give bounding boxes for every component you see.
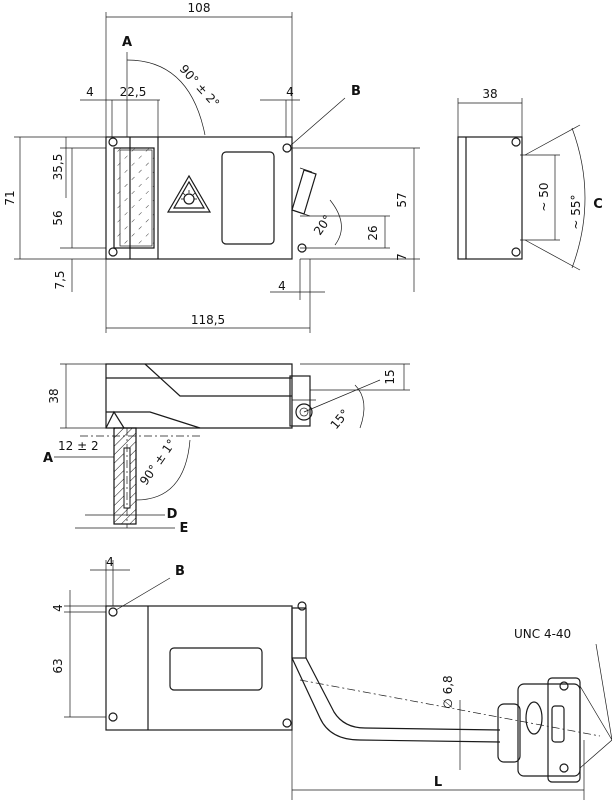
label-a-side: A [43, 451, 53, 466]
angle-90: 90° ± 2° [177, 62, 223, 110]
dim-4-right: 4 [286, 85, 294, 99]
laser-warning-icon [166, 174, 212, 213]
angle-90-side: 90° ± 1° [137, 437, 179, 488]
unc-label: UNC 4-40 [514, 627, 571, 641]
dim-26: 26 [366, 225, 380, 240]
label-a: A [122, 35, 132, 50]
bottom-view: 4 B 4 63 ∅ 6,8 UNC 4-40 L [51, 555, 612, 800]
label-b-bottom: B [175, 564, 185, 579]
dim-4-bottom: 4 [278, 279, 286, 293]
top-view: 108 A 90° ± 2° 4 22,5 4 B 71 35,5 56 7,5… [3, 1, 420, 333]
dim-6-8: ∅ 6,8 [441, 675, 455, 708]
label-d: D [167, 507, 178, 522]
dim-57: 57 [395, 192, 409, 207]
dim-63: 63 [51, 658, 65, 673]
dim-22-5: 22,5 [120, 85, 147, 99]
dim-4-vert: 4 [51, 604, 65, 612]
dim-56: 56 [51, 210, 65, 225]
dim-7: 7 [395, 253, 409, 261]
dim-4-left: 4 [86, 85, 94, 99]
dim-38-right: 38 [482, 87, 497, 101]
angle-15: 15° [328, 407, 352, 432]
label-c: C [593, 197, 603, 212]
dim-118-5: 118,5 [191, 313, 225, 327]
dim-15: 15 [383, 369, 397, 384]
side-view-right: 38 ~ 50 ~ 55° C [457, 87, 603, 271]
dim-50: ~ 50 [537, 182, 551, 211]
angle-55: ~ 55° [569, 194, 583, 229]
dsub-connector-icon [497, 677, 581, 783]
dim-71: 71 [3, 190, 17, 205]
label-b: B [351, 84, 361, 99]
side-view: 38 15 15° A 12 ± 2 90° ± 1° D E [43, 363, 410, 536]
dim-38-side: 38 [47, 388, 61, 403]
dim-4-bottom-view: 4 [106, 555, 114, 569]
dim-12: 12 ± 2 [58, 439, 99, 453]
dim-35-5: 35,5 [51, 154, 65, 181]
dim-7-5: 7,5 [53, 270, 67, 289]
label-l: L [434, 775, 442, 790]
dim-108: 108 [188, 1, 211, 15]
label-e: E [180, 521, 189, 536]
